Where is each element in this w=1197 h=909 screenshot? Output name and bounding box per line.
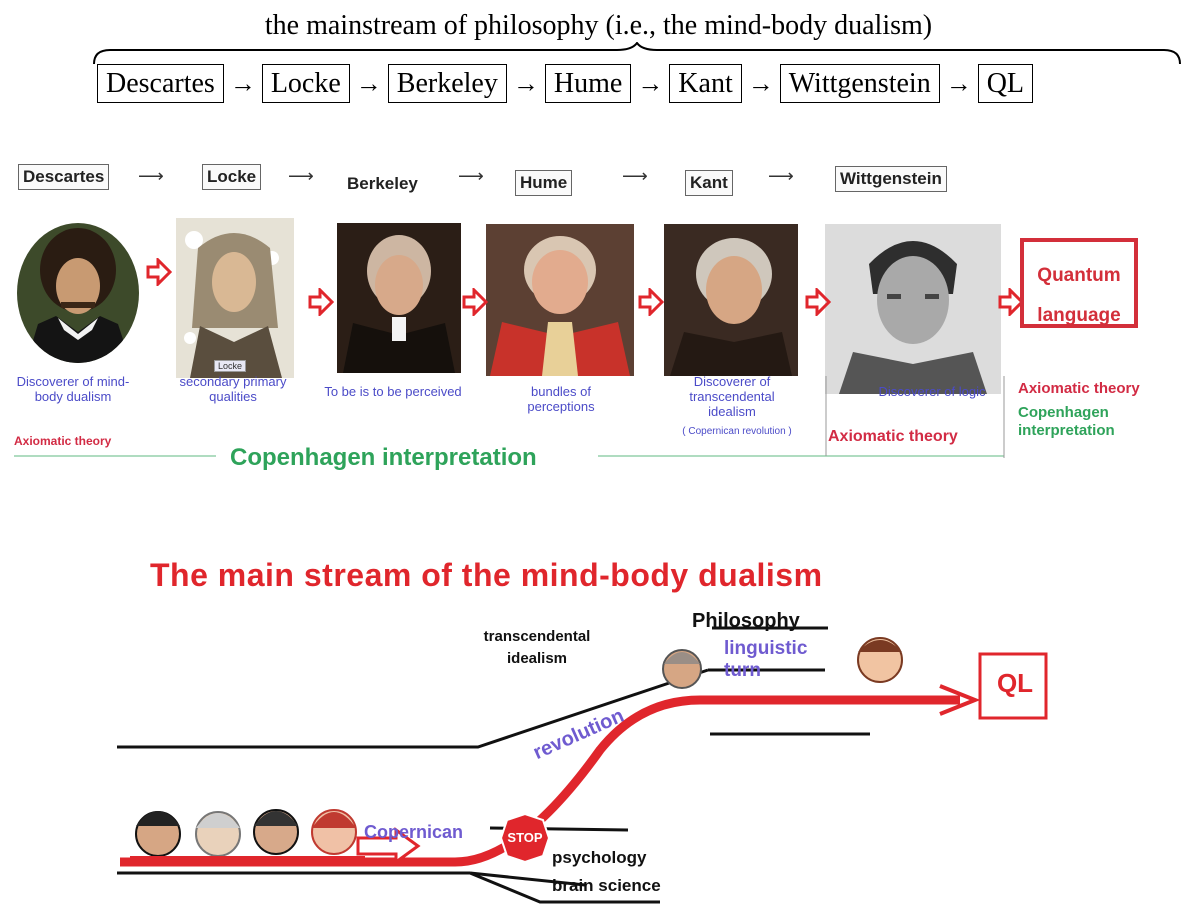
- locke-portrait: [176, 218, 294, 378]
- red-arrow-icon: [308, 288, 334, 316]
- stop-sign-icon: STOP: [507, 830, 543, 845]
- name-hume: Hume: [515, 170, 573, 196]
- hume-portrait: [486, 224, 634, 376]
- label-psychology: psychology: [552, 848, 647, 867]
- caption-wittgenstein: Discoverer of logic: [878, 384, 986, 399]
- chain-arrow: →: [747, 68, 774, 98]
- name-locke: Locke: [202, 164, 262, 190]
- label-philosophy: Philosophy: [692, 610, 800, 632]
- label-transcendental-idealism: transcendental idealism: [483, 628, 591, 667]
- name-arrow: ⟶: [458, 166, 484, 186]
- chain-arrow: →: [637, 68, 664, 98]
- caption-kant: Discoverer of transcendental idealism: [689, 374, 775, 419]
- name-arrow: ⟶: [288, 166, 314, 186]
- caption-berkeley: To be is to be perceived: [324, 384, 462, 399]
- label-linguistic-turn: linguistic turn: [724, 638, 808, 681]
- axiomatic-theory-wittgenstein: Axiomatic theory: [828, 428, 958, 445]
- caption-hume: bundles of perceptions: [527, 384, 595, 414]
- red-arrow-icon: [146, 258, 172, 286]
- locke-tag: Locke: [214, 360, 247, 372]
- top-title: the mainstream of philosophy (i.e., the …: [264, 10, 933, 41]
- red-arrow-icon: [638, 288, 664, 316]
- chain-wittgenstein: Wittgenstein: [779, 64, 940, 103]
- stream-diagram: [117, 626, 1048, 904]
- name-berkeley: Berkeley: [347, 174, 418, 193]
- chain-ql: QL: [977, 64, 1034, 103]
- red-arrow-icon: [805, 288, 831, 316]
- chain-berkeley: Berkeley: [387, 64, 507, 103]
- descartes-portrait: [17, 223, 139, 363]
- label-ql: QL: [996, 668, 1034, 698]
- label-brain-science: brain science: [552, 876, 661, 895]
- chain-locke: Locke: [261, 64, 350, 103]
- overbrace: [93, 42, 1181, 65]
- chain-descartes: Descartes: [97, 64, 224, 103]
- name-kant: Kant: [685, 170, 733, 196]
- caption-locke: secondary primary qualities: [179, 374, 287, 404]
- chain-arrow: →: [229, 68, 256, 98]
- axiomatic-theory-left: Axiomatic theory: [14, 434, 112, 448]
- copenhagen-interpretation-center: Copenhagen interpretation: [230, 444, 537, 471]
- philosopher-chain: Descartes → Locke → Berkeley → Hume → Ka…: [97, 64, 1034, 103]
- copenhagen-interpretation-ql: Copenhagen interpretation: [1018, 404, 1115, 439]
- chain-kant: Kant: [669, 64, 742, 103]
- red-arrow-icon: [998, 288, 1024, 316]
- chain-arrow: →: [512, 68, 539, 98]
- chain-arrow: →: [355, 68, 382, 98]
- guide-lines: [14, 376, 1005, 458]
- kant-portrait: [664, 224, 798, 376]
- berkeley-portrait: [337, 223, 461, 373]
- wittgenstein-portrait: [825, 224, 1001, 394]
- caption-kant-copernican: ( Copernican revolution ): [682, 426, 792, 437]
- quantum-language-box: Quantum language: [1020, 238, 1138, 328]
- chain-hume: Hume: [544, 64, 632, 103]
- name-wittgenstein: Wittgenstein: [835, 166, 947, 192]
- red-arrow-icon: [462, 288, 488, 316]
- name-arrow: ⟶: [138, 166, 164, 186]
- name-descartes: Descartes: [18, 164, 110, 190]
- axiomatic-theory-ql: Axiomatic theory: [1018, 380, 1140, 397]
- caption-descartes: Discoverer of mind-body dualism: [16, 374, 130, 404]
- stream-title: The main stream of the mind-body dualism: [150, 557, 823, 593]
- chain-arrow: →: [945, 68, 972, 98]
- name-arrow: ⟶: [768, 166, 794, 186]
- portrait-timeline: Descartes ⟶ Locke ⟶ Berkeley ⟶ Hume ⟶ Ka…: [10, 158, 1197, 478]
- name-arrow: ⟶: [622, 166, 648, 186]
- label-copernican: Copernican: [364, 822, 464, 842]
